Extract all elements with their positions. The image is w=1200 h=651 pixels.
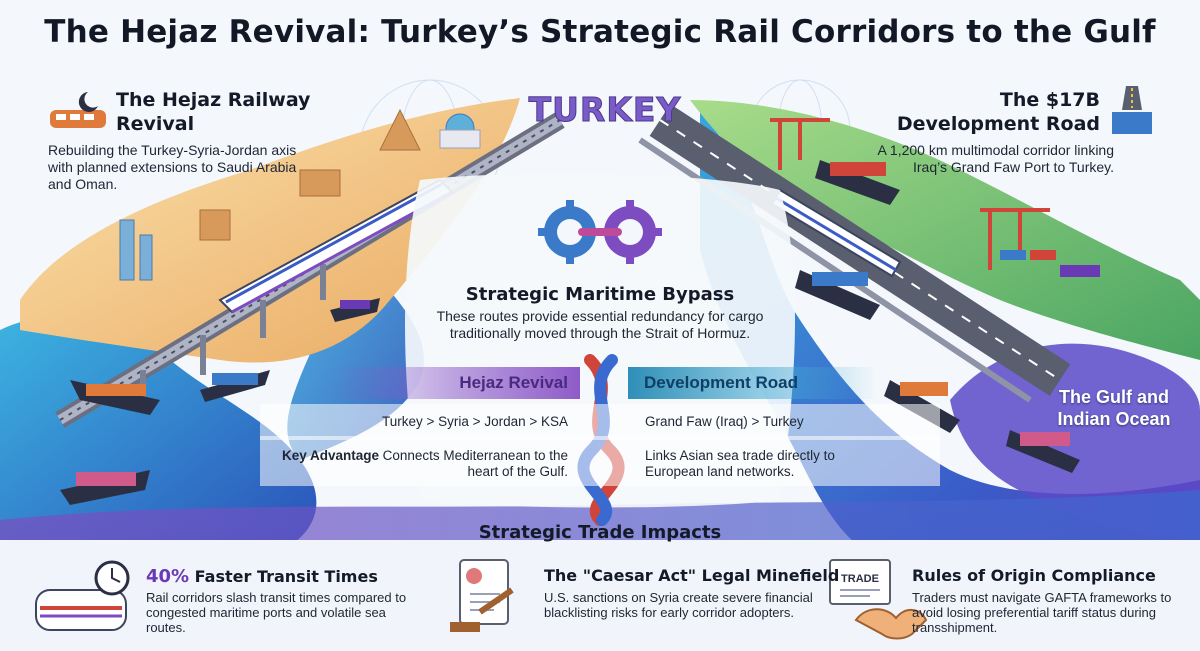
- left-sea-channel: [287, 230, 424, 460]
- ship-5: [815, 160, 900, 205]
- containers-east: [1000, 250, 1100, 277]
- west-land: [20, 98, 520, 363]
- train-icon: [50, 92, 106, 128]
- bypass-description: These routes provide essential redundanc…: [436, 308, 764, 341]
- landmarks: [119, 108, 481, 281]
- impact-title-transit-text: Faster Transit Times: [194, 567, 378, 586]
- impact-title-origin: Rules of Origin Compliance: [912, 566, 1156, 585]
- ship-6: [795, 270, 880, 320]
- development-advantage: Links Asian sea trade directly to Europe…: [645, 448, 835, 479]
- hejaz-description: Rebuilding the Turkey-Syria-Jordan axis …: [48, 142, 297, 192]
- impact-title-caesar: The "Caesar Act" Legal Minefield: [544, 566, 840, 585]
- development-road-title: The $17B Development Road: [896, 89, 1100, 135]
- ship-1: [60, 470, 150, 505]
- development-road-description: A 1,200 km multimodal corridor linking I…: [877, 142, 1114, 175]
- bypass-title: Strategic Maritime Bypass: [465, 284, 735, 305]
- comparison-row-route: [260, 404, 940, 440]
- impact-description-origin: Traders must navigate GAFTA frameworks t…: [912, 590, 1172, 635]
- comparison-header-development: Development Road: [628, 367, 878, 399]
- cargo-ships: [60, 160, 1080, 505]
- map-label-turkey: TURKEY: [528, 90, 682, 130]
- hejaz-route: Turkey > Syria > Jordan > KSA: [382, 414, 568, 429]
- ship-2: [70, 380, 160, 415]
- east-land: [690, 100, 1200, 360]
- hejaz-advantage: Connects Mediterranean to the heart of t…: [382, 448, 568, 479]
- clock-train-icon: [35, 560, 130, 631]
- trade-document-icon: TRADE: [829, 559, 891, 605]
- comparison-row-advantage: [260, 436, 940, 486]
- page-title: The Hejaz Revival: Turkey’s Strategic Ra…: [44, 14, 1156, 50]
- impact-description-transit: Rail corridors slash transit times compa…: [146, 590, 407, 635]
- impact-highlight-transit: 40%: [146, 566, 190, 587]
- ship-8: [1006, 430, 1080, 473]
- right-waves: [950, 343, 1200, 540]
- comparison-header-hejaz-label: Hejaz Revival: [459, 373, 568, 392]
- ship-3: [200, 370, 270, 402]
- container-icon: [1112, 86, 1152, 134]
- impacts-panel: [0, 540, 1200, 651]
- hejaz-title: The Hejaz Railway Revival: [116, 89, 311, 135]
- handshake-icon: [854, 608, 928, 640]
- impact-title-transit: 40% Faster Transit Times: [146, 566, 378, 587]
- development-route: Grand Faw (Iraq) > Turkey: [645, 414, 804, 429]
- map-label-gulf: The Gulf and Indian Ocean: [1057, 387, 1171, 429]
- port-cranes: [770, 118, 1050, 270]
- gear-link-icon: [538, 200, 662, 264]
- key-advantage-label: Key Advantage: [282, 448, 380, 463]
- ship-4: [330, 298, 380, 322]
- impact-description-caesar: U.S. sanctions on Syria create severe fi…: [544, 590, 813, 620]
- comparison-header-development-label: Development Road: [644, 373, 798, 392]
- gavel-document-icon: [450, 559, 514, 632]
- comparison-header-hejaz: Hejaz Revival: [330, 367, 580, 399]
- document-tag: TRADE: [841, 573, 879, 585]
- impacts-title: Strategic Trade Impacts: [478, 522, 722, 543]
